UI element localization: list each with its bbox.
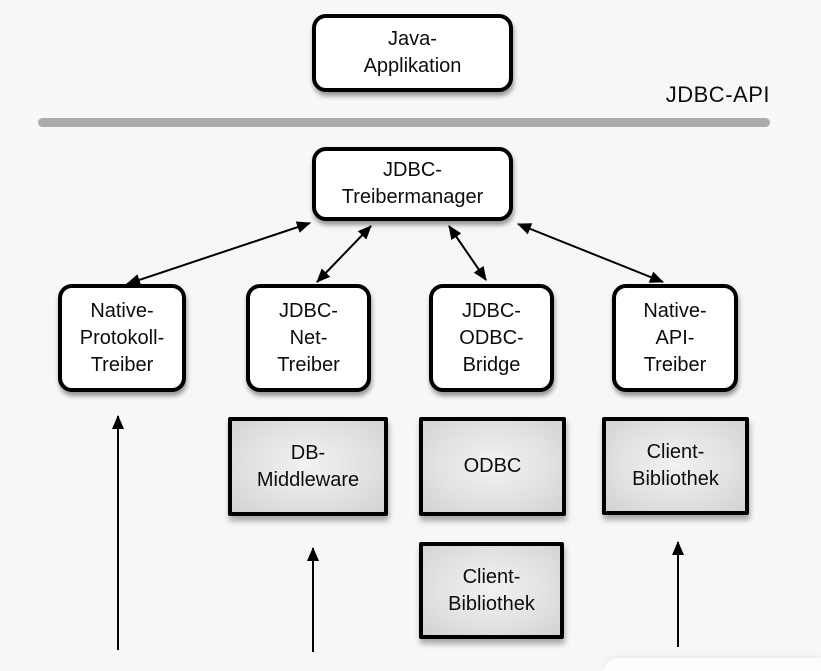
- node-jdbc-treibermanager: JDBC- Treibermanager: [312, 147, 513, 221]
- node-label: Native- Protokoll- Treiber: [79, 299, 165, 376]
- node-label: ODBC: [463, 455, 522, 477]
- node-db-middleware: DB- Middleware: [228, 417, 388, 516]
- arrow-treibermanager-native-protokoll: [126, 221, 311, 286]
- node-java-applikation: Java- Applikation: [312, 14, 513, 92]
- arrow-treibermanager-jdbc-net: [316, 225, 372, 283]
- jdbc-api-layer-label: JDBC-API: [665, 82, 770, 107]
- node-native-protokoll-treiber: Native- Protokoll- Treiber: [58, 284, 186, 392]
- arrow-treibermanager-native-api: [517, 223, 664, 283]
- node-client-bibliothek-odbc: Client- Bibliothek: [419, 542, 564, 639]
- arrow-treibermanager-jdbc-odbc: [448, 225, 487, 281]
- node-jdbc-net-treiber: JDBC- Net- Treiber: [246, 284, 371, 392]
- jdbc-api-divider-line: [38, 118, 770, 127]
- node-native-api-treiber: Native- API- Treiber: [612, 284, 738, 392]
- node-odbc: ODBC: [419, 417, 566, 516]
- node-label: JDBC- ODBC- Bridge: [459, 299, 524, 376]
- node-label: JDBC- Net- Treiber: [277, 299, 340, 376]
- node-label: DB- Middleware: [256, 441, 360, 491]
- node-client-bibliothek-native: Client- Bibliothek: [602, 417, 749, 515]
- node-label: JDBC- Treibermanager: [341, 159, 484, 208]
- node-label: Java- Applikation: [363, 28, 462, 77]
- node-label: Client- Bibliothek: [632, 441, 719, 490]
- node-label: Client- Bibliothek: [448, 565, 535, 615]
- node-label: Native- API- Treiber: [643, 299, 707, 376]
- node-jdbc-odbc-bridge: JDBC- ODBC- Bridge: [429, 284, 554, 392]
- partial-box-bottom-right: [604, 658, 821, 671]
